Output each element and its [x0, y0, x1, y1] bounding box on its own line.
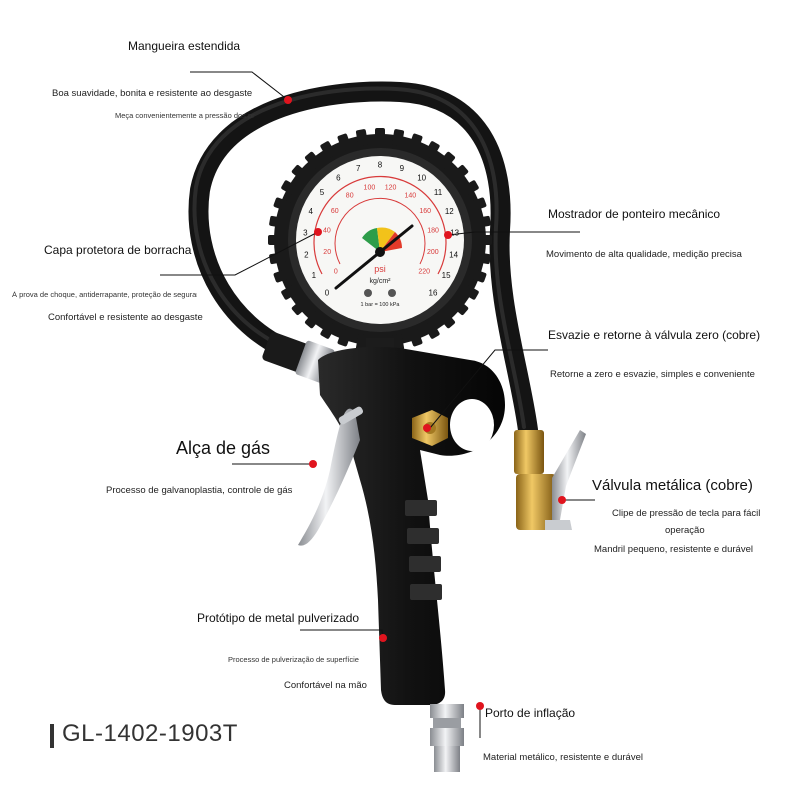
rubber-tooth [304, 311, 322, 329]
rubber-tooth [273, 197, 291, 212]
rubber-tooth [469, 197, 487, 212]
gas-trigger [298, 408, 360, 546]
valve-desc-2: operação [665, 525, 705, 536]
gauge-kg-tick: 14 [449, 250, 458, 259]
dial-title: Mostrador de ponteiro mecânico [548, 207, 721, 221]
hose-desc-1: Boa suavidade, bonita e resistente ao de… [52, 88, 253, 99]
rubber-tooth [355, 333, 368, 351]
gauge-kg-tick: 1 [312, 271, 317, 280]
rubber-cap-title: Capa protetora de borracha [44, 243, 192, 257]
inflation-port [430, 704, 464, 772]
rubber-tooth [337, 329, 352, 347]
rubber-tooth [273, 268, 291, 283]
callout-dots [284, 96, 566, 710]
gauge-note: 1 bar = 100 kPa [361, 302, 401, 308]
rubber-tooth [375, 128, 385, 144]
gun-body [318, 346, 505, 705]
gauge-psi-tick: 220 [418, 268, 430, 275]
rubber-tooth [268, 235, 284, 245]
rubber-tooth [476, 235, 492, 245]
hose-title: Mangueira estendida [128, 39, 241, 53]
gauge-kg-tick: 10 [417, 173, 426, 182]
leader-lines [160, 71, 595, 738]
gauge-kg-tick: 9 [400, 164, 405, 173]
trigger-title: Alça de gás [176, 438, 271, 458]
gauge-kg-tick: 4 [308, 207, 313, 216]
metal-valve-chuck [514, 430, 586, 530]
dial-desc-1: Movimento de alta qualidade, medição pre… [546, 249, 742, 260]
gauge-kg-tick: 11 [434, 188, 443, 197]
gauge-psi-tick: 100 [364, 184, 376, 191]
rubber-tooth [438, 151, 456, 169]
rubber-cap-desc-1: À prova de choque, antiderrapante, prote… [12, 291, 197, 299]
rubber-tooth [392, 333, 405, 351]
rubber-tooth [424, 321, 440, 339]
gauge-psi-tick: 120 [385, 184, 397, 191]
gauge-needle [378, 224, 414, 254]
port-desc-1: Material metálico, resistente e durável [483, 752, 643, 763]
pressure-zone-indicator [362, 228, 380, 252]
gauge-kg-tick: 6 [336, 173, 341, 182]
rubber-tooth [355, 129, 368, 147]
rubber-tooth [438, 311, 456, 329]
gauge-kg-tick: 0 [325, 289, 330, 298]
rubber-tooth [461, 284, 479, 300]
gauge-psi-tick: 160 [419, 208, 431, 215]
gauge-kg-tick: 16 [429, 289, 438, 298]
body-title: Protótipo de metal pulverizado [197, 611, 360, 625]
gauge-kg-tick: 13 [450, 228, 459, 237]
deflate-desc-1: Retorne a zero e esvazie, simples e conv… [550, 369, 755, 380]
rubber-tooth [461, 180, 479, 196]
rubber-tooth [291, 298, 309, 316]
gauge-kg-tick: 8 [378, 161, 383, 170]
rubber-tooth [451, 298, 469, 316]
rubber-tooth [291, 164, 309, 182]
hose [188, 81, 538, 440]
gauge-psi-tick: 180 [427, 228, 439, 235]
rubber-tooth [408, 329, 423, 347]
rubber-tooth [269, 215, 287, 228]
rubber-tooth [281, 284, 299, 300]
rubber-tooth [408, 133, 423, 151]
gauge-kg-tick: 15 [442, 271, 451, 280]
rubber-tooth [320, 321, 336, 339]
model-bar [50, 724, 54, 748]
rubber-tooth [424, 141, 440, 159]
body-desc-2: Confortável na mão [284, 680, 367, 691]
gauge-psi-tick: 60 [331, 208, 339, 215]
body-desc-1: Processo de pulverização de superfície [228, 656, 359, 664]
rubber-tooth [304, 151, 322, 169]
valve-desc-3: Mandril pequeno, resistente e durável [594, 544, 753, 555]
valve-desc-1: Clipe de pressão de tecla para fácil [612, 508, 761, 519]
rubber-tooth [392, 129, 405, 147]
gauge-kg-tick: 2 [304, 250, 309, 259]
rubber-tooth [473, 215, 491, 228]
trigger-desc-1: Processo de galvanoplastia, controle de … [106, 485, 293, 496]
gauge-kg-tick: 3 [303, 228, 308, 237]
gauge-psi-tick: 20 [323, 249, 331, 256]
port-title: Porto de inflação [485, 706, 576, 720]
rubber-tooth [473, 252, 491, 265]
hose-desc-2: Meça convenientemente a pressão dos pneu… [115, 112, 255, 120]
gauge-psi-tick: 0 [334, 268, 338, 275]
gauge-unit-kg: kg/cm² [370, 278, 392, 285]
gauge-psi-tick: 40 [323, 228, 331, 235]
rubber-tooth [469, 268, 487, 283]
rubber-tooth [337, 133, 352, 151]
gauge-psi-tick: 200 [427, 249, 439, 256]
valve-title: Válvula metálica (cobre) [592, 477, 753, 494]
rubber-tooth [281, 180, 299, 196]
rubber-tooth [451, 164, 469, 182]
rubber-cap-desc-2: Confortável e resistente ao desgaste [48, 312, 203, 323]
gauge-psi-tick: 140 [404, 193, 416, 200]
rubber-tooth [320, 141, 336, 159]
gauge-unit-psi: psi [374, 264, 386, 274]
gauge-kg-tick: 5 [320, 188, 325, 197]
gauge-kg-tick: 7 [356, 164, 361, 173]
model-number: GL-1402-1903T [62, 720, 238, 747]
gauge-psi-tick: 80 [346, 193, 354, 200]
gauge-kg-tick: 12 [445, 207, 454, 216]
deflate-title: Esvazie e retorne à válvula zero (cobre) [548, 328, 761, 342]
